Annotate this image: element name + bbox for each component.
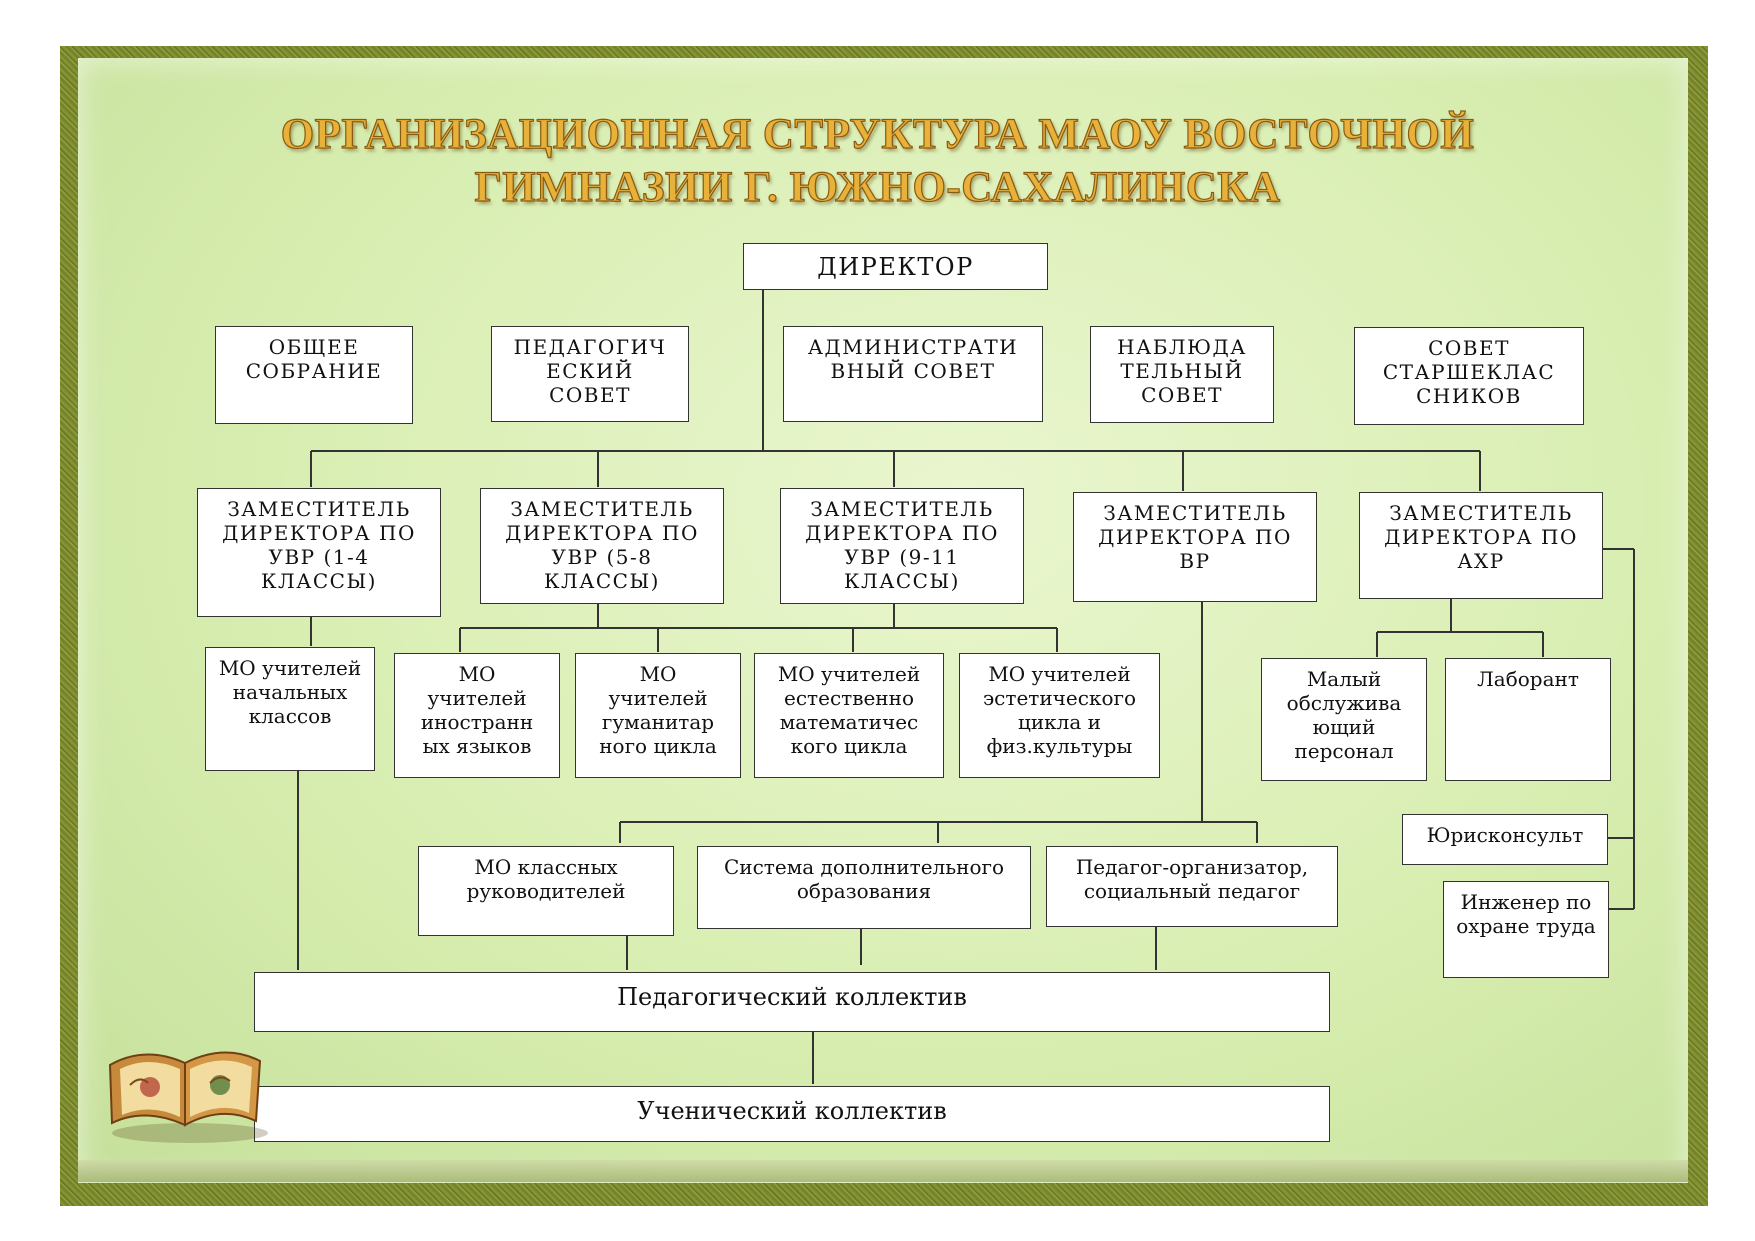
deputy-vr-box: ЗАМЕСТИТЕЛЬ ДИРЕКТОРА ПО ВР — [1073, 492, 1317, 602]
mo-class-teachers-box: МО классных руководителей — [418, 846, 674, 936]
pedagogical-collective-box: Педагогический коллектив — [254, 972, 1330, 1032]
supervisory-council-box: НАБЛЮДА ТЕЛЬНЫЙ СОВЕТ — [1090, 326, 1274, 423]
student-collective-box: Ученический коллектив — [254, 1086, 1330, 1142]
deputy-uvr-9-11-box: ЗАМЕСТИТЕЛЬ ДИРЕКТОРА ПО УВР (9-11 КЛАСС… — [780, 488, 1024, 604]
lab-assistant-box: Лаборант — [1445, 658, 1611, 781]
mo-aesthetic-box: МО учителей эстетического цикла и физ.ку… — [959, 653, 1160, 778]
title-line-1: ОРГАНИЗАЦИОННАЯ СТРУКТУРА МАОУ ВОСТОЧНОЙ — [280, 110, 1475, 158]
general-meeting-box: ОБЩЕЕ СОБРАНИЕ — [215, 326, 413, 424]
mo-humanities-box: МО учителей гуманитар ного цикла — [575, 653, 741, 778]
mo-primary-box: МО учителей начальных классов — [205, 647, 375, 771]
bottom-band — [78, 1160, 1688, 1182]
open-book-icon — [108, 1051, 268, 1143]
pedagogical-council-box: ПЕДАГОГИЧ ЕСКИЙ СОВЕТ — [491, 326, 689, 422]
administrative-council-box: АДМИНИСТРАТИ ВНЫЙ СОВЕТ — [783, 326, 1043, 422]
additional-education-box: Система дополнительного образования — [697, 846, 1031, 929]
title-line-2: ГИМНАЗИИ Г. ЮЖНО-САХАЛИНСКА — [474, 163, 1281, 211]
legal-advisor-box: Юрисконсульт — [1402, 814, 1608, 865]
safety-engineer-box: Инженер по охране труда — [1443, 881, 1609, 978]
deputy-uvr-1-4-box: ЗАМЕСТИТЕЛЬ ДИРЕКТОРА ПО УВР (1-4 КЛАССЫ… — [197, 488, 441, 617]
senior-students-council-box: СОВЕТ СТАРШЕКЛАС СНИКОВ — [1354, 327, 1584, 425]
organizer-social-pedagogue-box: Педагог-организатор, социальный педагог — [1046, 846, 1338, 927]
service-staff-box: Малый обслужива ющий персонал — [1261, 658, 1427, 781]
director-box: ДИРЕКТОР — [743, 243, 1048, 290]
deputy-ahr-box: ЗАМЕСТИТЕЛЬ ДИРЕКТОРА ПО АХР — [1359, 492, 1603, 599]
mo-science-box: МО учителей естественно математичес кого… — [754, 653, 944, 778]
deputy-uvr-5-8-box: ЗАМЕСТИТЕЛЬ ДИРЕКТОРА ПО УВР (5-8 КЛАССЫ… — [480, 488, 724, 604]
mo-foreign-languages-box: МО учителей иностранн ых языков — [394, 653, 560, 778]
